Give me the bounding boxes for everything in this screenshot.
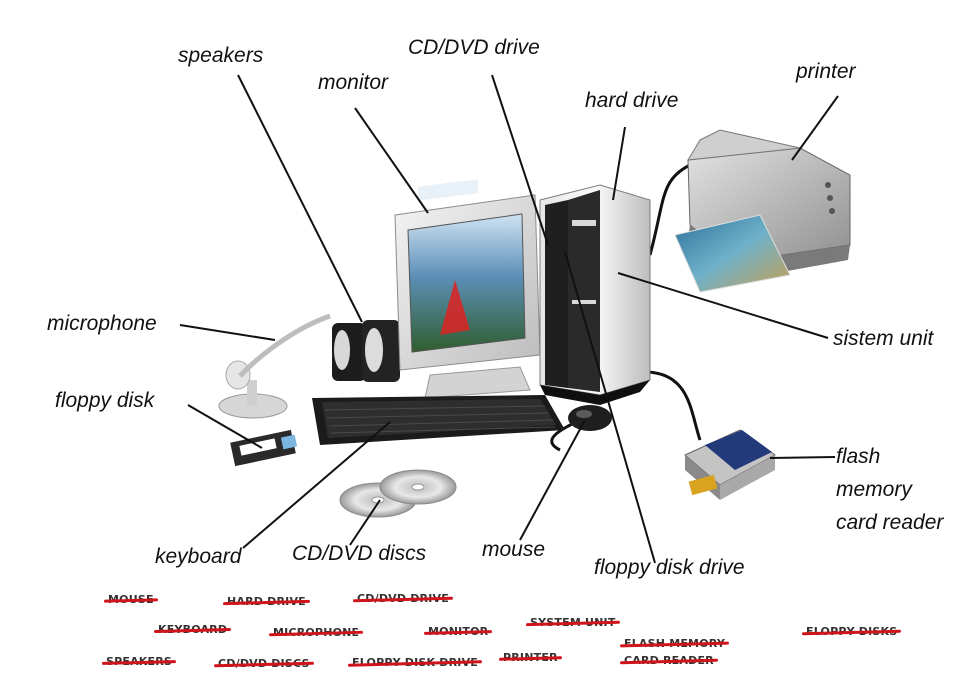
label-flash-memory-card-reader: flash memory card reader [836,440,943,539]
word-cd-dvd-drive: CD/DVD DRIVE [352,592,453,605]
label-monitor: monitor [318,71,389,94]
word-keyboard: KEYBOARD [153,623,232,636]
label-flash-line2: memory [836,478,912,501]
word-microphone: MICROPHONE [268,626,364,639]
cd-dvd-discs-image [339,469,457,518]
label-microphone: microphone [47,312,157,335]
label-floppy-disk: floppy disk [55,389,155,412]
word-flash-memory: FLASH MEMORY [619,637,730,650]
label-sistem-unit: sistem unit [833,327,934,350]
floppy-disks-image [230,429,298,467]
word-hard-drive: HARD DRIVE [222,595,310,608]
label-flash-line1: flash [836,445,881,468]
label-flash-line3: card reader [836,511,944,534]
speakers-image [332,320,400,382]
word-floppy-disk-drive: FLOPPY DISK DRIVE [347,656,483,669]
word-mouse: MOUSE [103,593,158,606]
word-card-reader: CARD READER [619,654,718,667]
leader-lines [179,74,839,564]
label-cd-dvd-discs: CD/DVD discs [292,542,427,565]
word-monitor: MONITOR [423,625,493,638]
keyboard-image [312,395,565,445]
card-reader-image [684,429,776,500]
monitor-image [394,179,541,399]
word-system-unit: SYSTEM UNIT [525,616,620,629]
label-keyboard: keyboard [155,545,242,568]
label-floppy-disk-drive: floppy disk drive [594,556,745,579]
microphone-image [218,313,331,419]
label-speakers: speakers [178,44,264,67]
printer-image [674,129,851,293]
word-printer: PRINTER [498,651,562,664]
label-mouse: mouse [482,538,546,561]
word-speakers: SPEAKERS [101,655,177,668]
mouse-image [568,405,612,431]
label-printer: printer [796,60,856,83]
word-cd-dvd-discs: CD/DVD DISCS [213,657,314,670]
word-floppy-disks: FLOPPY DISKS [801,625,902,638]
system-unit-image [539,184,651,405]
label-hard-drive: hard drive [585,89,679,112]
label-cd-dvd-drive: CD/DVD drive [408,36,540,59]
